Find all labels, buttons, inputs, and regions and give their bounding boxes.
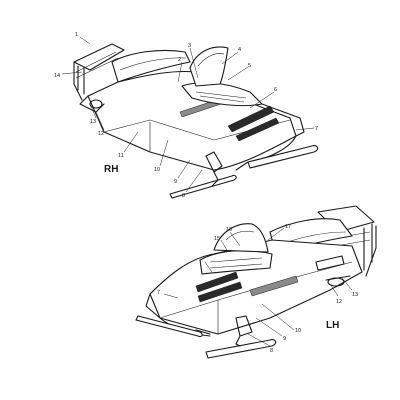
- rh-part-number-13: 13: [90, 119, 96, 125]
- rh-part-number-10: 10: [154, 167, 160, 173]
- lh-part-number-17: 17: [285, 224, 291, 230]
- lh-part-number-12: 12: [336, 299, 342, 305]
- lh-part-number-16: 16: [226, 227, 232, 233]
- lh-part-number-13: 13: [352, 292, 358, 298]
- rh-part-number-12: 12: [98, 131, 104, 137]
- rh-view-label: RH: [104, 164, 118, 175]
- rh-part-number-6: 6: [274, 87, 277, 93]
- lh-part-number-7: 7: [157, 290, 160, 296]
- rh-part-number-7: 7: [315, 126, 318, 132]
- lh-view-label: LH: [326, 320, 339, 331]
- rh-part-number-3: 3: [188, 43, 191, 49]
- rh-part-number-9: 9: [174, 179, 177, 185]
- snowmobile-rh-drawing: [73, 43, 319, 199]
- rh-part-number-4: 4: [238, 47, 241, 53]
- lh-part-number-10: 10: [295, 328, 301, 334]
- rh-part-number-14: 14: [54, 73, 60, 79]
- rh-part-numbers: 1 2 3 4 5 6 7 8 9 10 11 12 13 14: [54, 32, 318, 199]
- lh-leader-lines: [163, 227, 353, 347]
- snowmobile-lh-drawing: [135, 205, 377, 359]
- rh-part-number-2: 2: [178, 57, 181, 63]
- lh-part-number-15: 15: [214, 236, 220, 242]
- rh-part-number-5: 5: [248, 63, 251, 69]
- lh-part-number-8: 8: [270, 348, 273, 354]
- rh-part-number-11: 11: [118, 153, 124, 159]
- rh-leader-lines: [61, 36, 315, 193]
- lh-part-number-9: 9: [283, 336, 286, 342]
- rh-part-number-8: 8: [182, 193, 185, 199]
- rh-part-number-1: 1: [75, 32, 78, 38]
- lh-part-numbers: 16 15 17 7 7 10 9 8 12 13: [157, 224, 358, 354]
